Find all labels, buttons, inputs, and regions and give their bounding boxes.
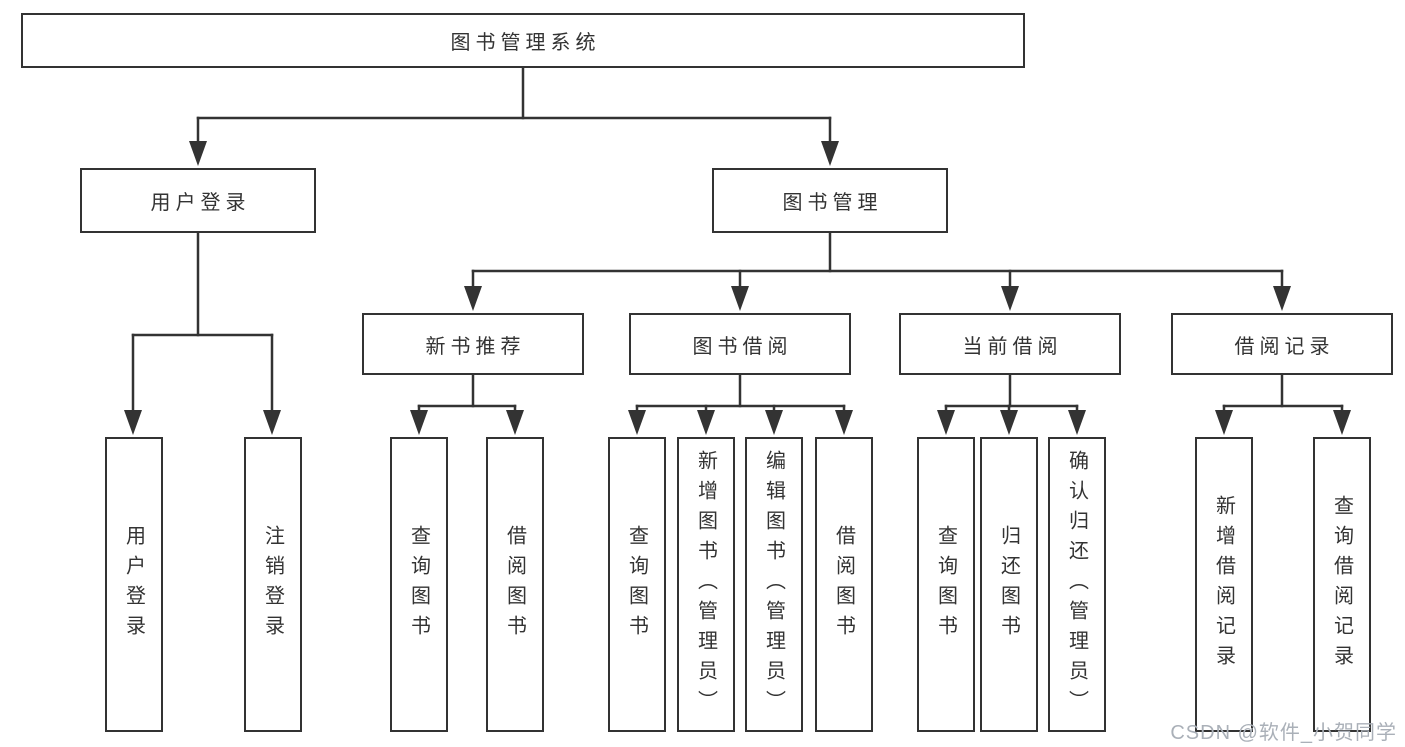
leaf-query-books-current: 查询图书 [917,437,975,732]
leaf-add-book-admin-label: 新增图书（管理员） [694,449,717,720]
leaf-query-borrow-record-label: 查询借阅记录 [1330,494,1353,675]
node-book-management: 图书管理 [712,168,948,233]
leaf-add-book-admin: 新增图书（管理员） [677,437,735,732]
leaf-user-login: 用户登录 [105,437,163,732]
leaf-query-books-borrowing: 查询图书 [608,437,666,732]
leaf-borrow-books-borrowing: 借阅图书 [815,437,873,732]
leaf-query-books-recommend: 查询图书 [390,437,448,732]
node-book-management-label: 图书管理 [782,192,883,214]
leaf-logout: 注销登录 [244,437,302,732]
leaf-add-borrow-record: 新增借阅记录 [1195,437,1253,732]
leaf-confirm-return-admin-label: 确认归还（管理员） [1065,449,1088,720]
leaf-query-books-recommend-label: 查询图书 [407,524,430,645]
node-root-label: 图书管理系统 [450,32,601,54]
leaf-return-books-label: 归还图书 [997,524,1020,645]
leaf-borrow-books-recommend-label: 借阅图书 [503,524,526,645]
node-current-borrowing: 当前借阅 [899,313,1121,375]
node-current-borrowing-label: 当前借阅 [962,335,1063,358]
leaf-edit-book-admin: 编辑图书（管理员） [745,437,803,732]
node-new-book-recommend-label: 新书推荐 [425,335,526,358]
leaf-query-books-borrowing-label: 查询图书 [625,524,648,645]
leaf-return-books: 归还图书 [980,437,1038,732]
node-borrow-records-label: 借阅记录 [1234,335,1335,358]
node-book-borrowing-label: 图书借阅 [692,335,793,358]
arrowheads [124,141,1351,435]
node-book-borrowing: 图书借阅 [629,313,851,375]
leaf-borrow-books-recommend: 借阅图书 [486,437,544,732]
leaf-add-borrow-record-label: 新增借阅记录 [1212,494,1235,675]
leaf-edit-book-admin-label: 编辑图书（管理员） [762,449,785,720]
node-user-login-label: 用户登录 [150,192,251,214]
node-new-book-recommend: 新书推荐 [362,313,584,375]
leaf-query-books-current-label: 查询图书 [934,524,957,645]
csdn-watermark: CSDN @软件_小贺同学 [1170,722,1397,744]
leaf-confirm-return-admin: 确认归还（管理员） [1048,437,1106,732]
leaf-user-login-label: 用户登录 [122,524,145,645]
node-root: 图书管理系统 [21,13,1025,68]
leaf-logout-label: 注销登录 [261,524,284,645]
node-user-login: 用户登录 [80,168,316,233]
leaf-query-borrow-record: 查询借阅记录 [1313,437,1371,732]
leaf-borrow-books-borrowing-label: 借阅图书 [832,524,855,645]
node-borrow-records: 借阅记录 [1171,313,1393,375]
